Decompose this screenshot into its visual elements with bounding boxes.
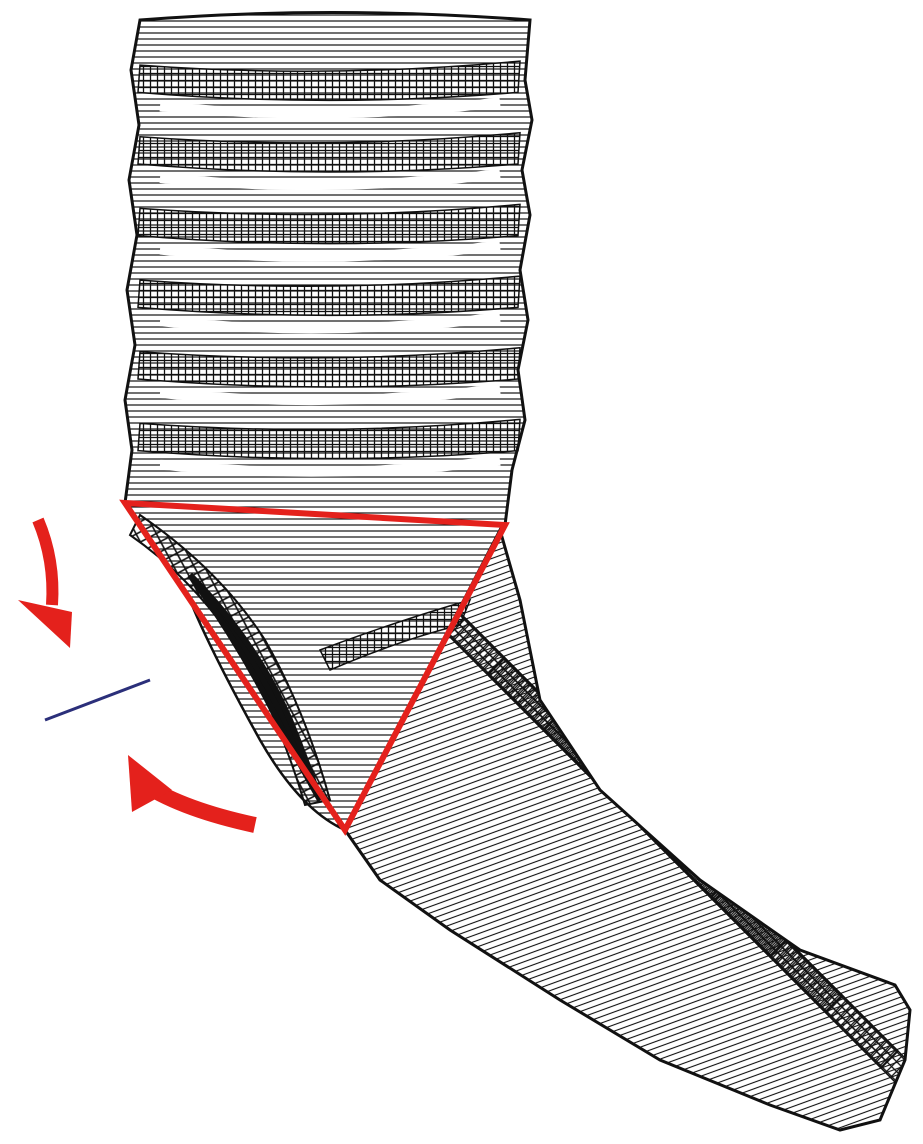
upper-segment: [125, 13, 532, 526]
curved-arrow-down-icon: [18, 520, 72, 648]
rotation-axis-line: [45, 680, 150, 720]
curved-arrow-up-icon: [128, 755, 255, 825]
